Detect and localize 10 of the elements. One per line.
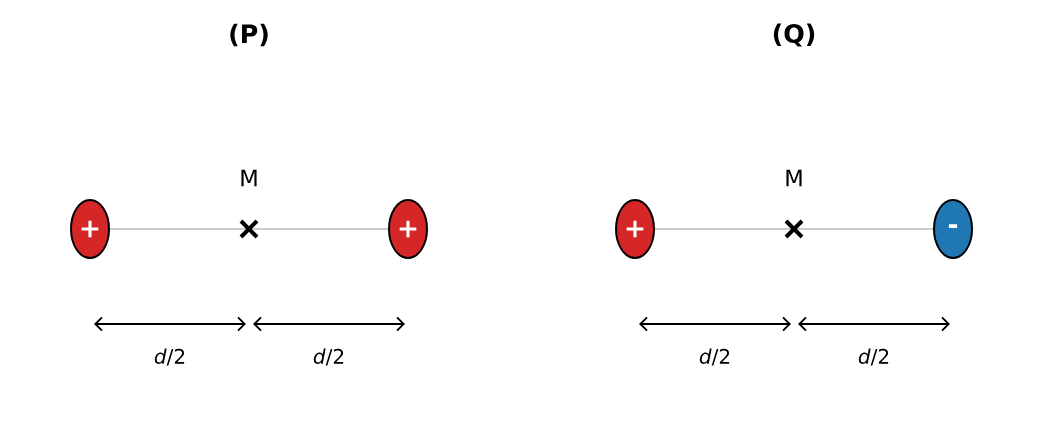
- dimension-label: d/2: [154, 348, 185, 366]
- dimension-label: d/2: [699, 348, 730, 366]
- dimension-label: d/2: [313, 348, 344, 366]
- point-label: M: [241, 169, 257, 187]
- panel-title: (Q): [773, 23, 815, 47]
- connecting-line: [654, 228, 934, 230]
- point-label: M: [786, 169, 802, 187]
- panel-title: (P): [230, 23, 268, 47]
- dimension-label: d/2: [858, 348, 889, 366]
- connecting-line: [109, 228, 389, 230]
